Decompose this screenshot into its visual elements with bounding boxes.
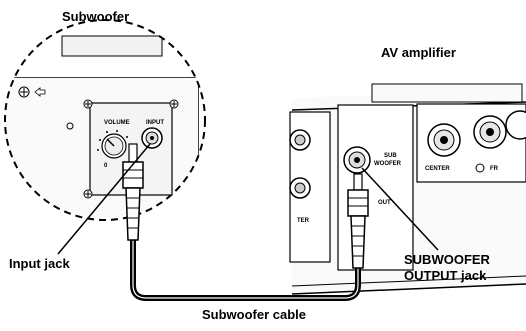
ter-label: TER	[297, 218, 310, 224]
magnify-circle	[4, 19, 206, 221]
subwoofer-rear-panel: VOLUME INPUT 0	[4, 19, 206, 221]
screw-icon	[83, 99, 93, 109]
volume-min-label: 0	[104, 163, 108, 169]
input-jack	[141, 127, 163, 149]
speaker-terminal	[505, 110, 526, 140]
subwoofer-output-jack	[343, 146, 371, 174]
screw-icon	[169, 99, 179, 109]
sub-output-plate	[337, 104, 414, 271]
rca-jack	[289, 129, 311, 151]
subwoofer-output-jack-label: SUBWOOFER OUTPUT jack	[404, 252, 490, 284]
volume-knob	[97, 130, 131, 159]
volume-label: VOLUME	[104, 120, 130, 126]
fr-label: FR	[490, 166, 499, 172]
cable-label: Subwoofer cable	[202, 307, 307, 322]
speaker-terminal	[473, 115, 507, 149]
input-jack-label: Input jack	[9, 256, 70, 271]
subwoofer-output-jack-label-line1: SUBWOOFER	[404, 252, 490, 267]
leader-line-input-jack	[57, 143, 151, 255]
arrow-left-icon	[34, 87, 46, 97]
rca-jack	[289, 177, 311, 199]
subwoofer-cable	[122, 143, 369, 301]
led-indicator	[66, 122, 74, 130]
sub-label-line1: SUB	[384, 153, 397, 159]
rca-plug-right	[347, 173, 369, 269]
screw-icon	[83, 189, 93, 199]
input-label: INPUT	[146, 120, 164, 126]
center-label: CENTER	[425, 166, 450, 172]
ground-screw-icon	[18, 86, 30, 98]
rca-plug-left	[122, 143, 144, 241]
amplifier-title: AV amplifier	[381, 45, 456, 60]
amplifier-rear-panel: TER SUB WOOFER OUT CENTER FR	[289, 83, 526, 295]
subwoofer-output-jack-label-line2: OUTPUT jack	[404, 268, 487, 283]
leader-line-output-jack	[361, 167, 439, 251]
subwoofer-title: Subwoofer	[62, 9, 130, 24]
out-label: OUT	[378, 200, 391, 206]
sub-label-line2: WOOFER	[374, 161, 402, 167]
polarity-mark	[475, 163, 485, 173]
speaker-terminal	[427, 123, 461, 157]
